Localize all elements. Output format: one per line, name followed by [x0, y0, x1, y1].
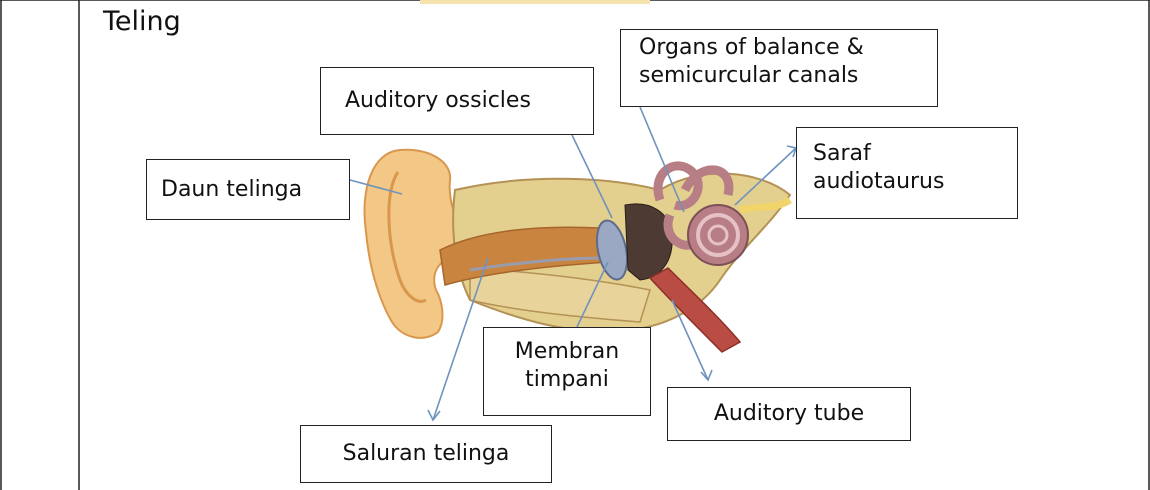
- label-saraf-audiotaurus: Saraf audiotaurus: [796, 127, 1018, 219]
- label-organs-line1: Organs of balance &: [639, 34, 919, 62]
- label-auditory-tube: Auditory tube: [667, 387, 911, 441]
- label-saluran-telinga: Saluran telinga: [300, 425, 552, 483]
- label-organs-line2: semicurcular canals: [639, 62, 919, 90]
- label-membran-line1: Membran: [484, 338, 650, 366]
- label-membran-line2: timpani: [484, 366, 650, 394]
- label-auditory-tube-text: Auditory tube: [714, 400, 864, 428]
- leader-saluran: [433, 258, 488, 420]
- label-daun-telinga-text: Daun telinga: [161, 176, 302, 204]
- cochlea: [688, 205, 748, 265]
- label-daun-telinga: Daun telinga: [146, 159, 350, 220]
- label-auditory-ossicles: Auditory ossicles: [320, 67, 594, 135]
- label-saraf-line2: audiotaurus: [813, 168, 1001, 196]
- label-organs-of-balance: Organs of balance & semicurcular canals: [620, 29, 938, 107]
- label-membran-timpani: Membran timpani: [483, 327, 651, 416]
- label-saluran-telinga-text: Saluran telinga: [343, 440, 510, 468]
- section-title: Teling: [103, 6, 181, 37]
- label-auditory-ossicles-text: Auditory ossicles: [335, 87, 531, 115]
- label-saraf-line1: Saraf: [813, 140, 1001, 168]
